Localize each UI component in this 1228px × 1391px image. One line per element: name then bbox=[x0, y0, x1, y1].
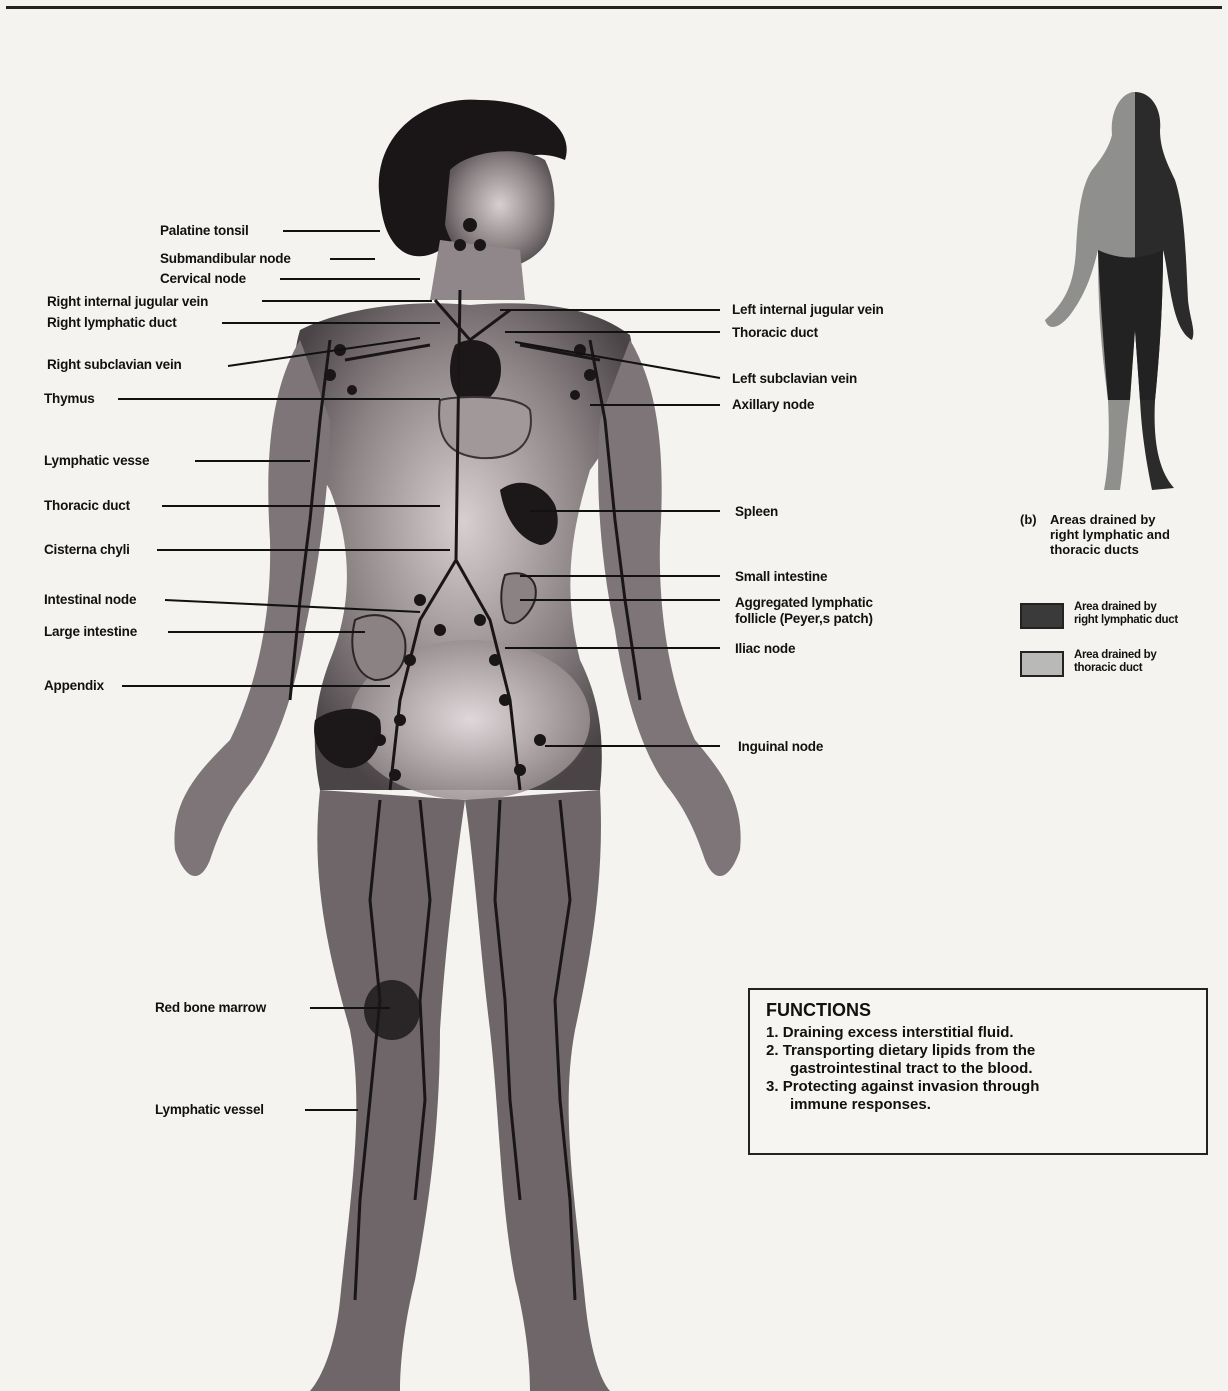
label-right-lymphatic-duct: Right lymphatic duct bbox=[47, 315, 177, 330]
label-large-intestine: Large intestine bbox=[44, 624, 137, 639]
label-submandibular-node: Submandibular node bbox=[160, 251, 291, 266]
caption-line: right lymphatic and bbox=[1050, 527, 1220, 542]
function-number: 1. bbox=[766, 1024, 779, 1041]
legend-line: Area drained by bbox=[1074, 649, 1156, 662]
label-axillary-node: Axillary node bbox=[732, 397, 814, 412]
label-right-internal-jugular-vein: Right internal jugular vein bbox=[47, 294, 208, 309]
label-thoracic-duct-left: Thoracic duct bbox=[44, 498, 130, 513]
label-right-subclavian-vein: Right subclavian vein bbox=[47, 357, 182, 372]
function-number: 3. bbox=[766, 1078, 779, 1095]
functions-box: FUNCTIONS 1. Draining excess interstitia… bbox=[748, 988, 1208, 1155]
function-item: 2. Transporting dietary lipids from the … bbox=[766, 1042, 1039, 1078]
label-thoracic-duct-right: Thoracic duct bbox=[732, 325, 818, 340]
legend-line: thoracic duct bbox=[1074, 662, 1156, 675]
legend-thoracic: Area drained by thoracic duct bbox=[1020, 648, 1220, 682]
function-text: Draining excess interstitial fluid. bbox=[783, 1024, 1014, 1041]
legend-right-lymphatic: Area drained by right lymphatic duct bbox=[1020, 600, 1220, 634]
function-number: 2. bbox=[766, 1042, 779, 1059]
label-intestinal-node: Intestinal node bbox=[44, 592, 136, 607]
function-text: Protecting against invasion through bbox=[783, 1078, 1040, 1095]
label-lymphatic-vesse: Lymphatic vesse bbox=[44, 453, 149, 468]
legend-line: right lymphatic duct bbox=[1074, 614, 1178, 627]
label-appendix: Appendix bbox=[44, 678, 104, 693]
label-left-internal-jugular-vein: Left internal jugular vein bbox=[732, 302, 884, 317]
legend-swatch-light bbox=[1020, 651, 1064, 677]
legend-swatch-dark bbox=[1020, 603, 1064, 629]
label-aggregated-lymphatic: Aggregated lymphatic bbox=[735, 595, 873, 610]
function-item: 1. Draining excess interstitial fluid. bbox=[766, 1024, 1039, 1042]
label-left-subclavian-vein: Left subclavian vein bbox=[732, 371, 857, 386]
function-text-cont: gastrointestinal tract to the blood. bbox=[766, 1060, 1039, 1078]
function-item: 3. Protecting against invasion through i… bbox=[766, 1078, 1039, 1114]
label-thymus: Thymus bbox=[44, 391, 95, 406]
caption-letter: (b) bbox=[1020, 512, 1037, 527]
caption-line: thoracic ducts bbox=[1050, 542, 1220, 557]
function-text-cont: immune responses. bbox=[766, 1096, 1039, 1114]
label-palatine-tonsil: Palatine tonsil bbox=[160, 223, 249, 238]
legend-line: Area drained by bbox=[1074, 601, 1178, 614]
label-inguinal-node: Inguinal node bbox=[738, 739, 823, 754]
function-text: Transporting dietary lipids from the bbox=[783, 1042, 1036, 1059]
label-iliac-node: Iliac node bbox=[735, 641, 795, 656]
label-peyers-patch: follicle (Peyer,s patch) bbox=[735, 611, 873, 626]
label-small-intestine: Small intestine bbox=[735, 569, 827, 584]
caption-line: Areas drained by bbox=[1050, 512, 1220, 527]
label-red-bone-marrow: Red bone marrow bbox=[155, 1000, 266, 1015]
functions-title: FUNCTIONS bbox=[766, 1000, 871, 1021]
label-cisterna-chyli: Cisterna chyli bbox=[44, 542, 130, 557]
functions-list: 1. Draining excess interstitial fluid. 2… bbox=[766, 1024, 1039, 1114]
label-cervical-node: Cervical node bbox=[160, 271, 246, 286]
label-spleen: Spleen bbox=[735, 504, 778, 519]
label-lymphatic-vessel: Lymphatic vessel bbox=[155, 1102, 264, 1117]
